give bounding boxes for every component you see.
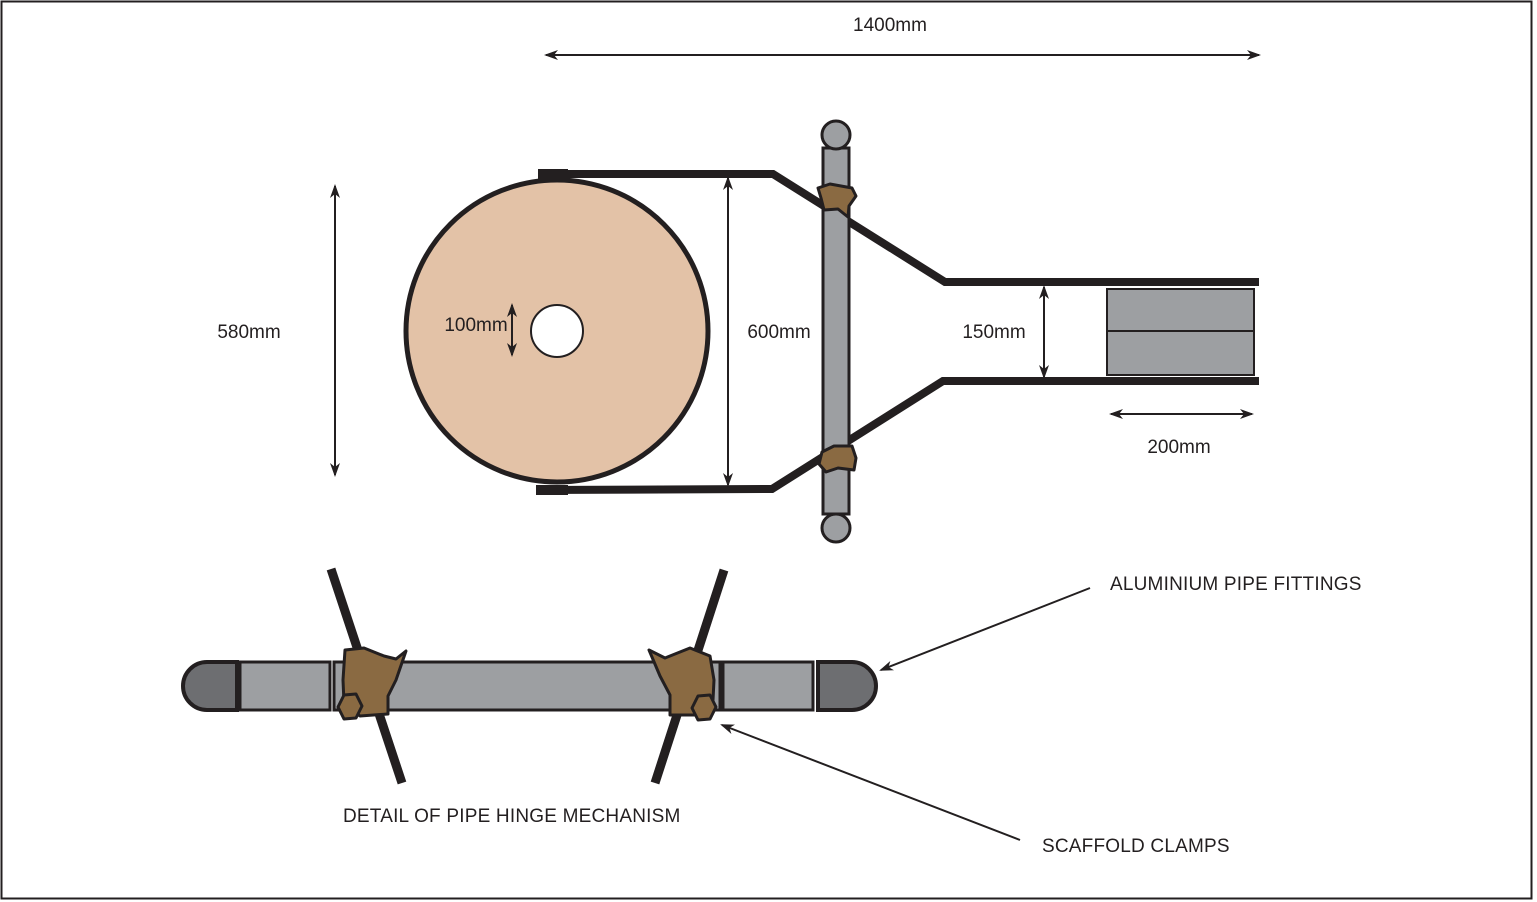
frame-lower-cap: [536, 485, 568, 495]
right-clamp-nut: [690, 693, 718, 722]
dim-overall-length-label: 1400mm: [853, 15, 927, 36]
dim-block-length-label: 200mm: [1147, 437, 1210, 458]
callout-pipe-fittings-leader: [879, 587, 1091, 671]
callout-pipe-fittings-label: ALUMINIUM PIPE FITTINGS: [1110, 574, 1362, 595]
frame-upper-cap: [538, 169, 568, 179]
detail-caption: DETAIL OF PIPE HINGE MECHANISM: [343, 806, 681, 827]
top-clamp: [816, 182, 858, 219]
dim-neck-label: 150mm: [962, 322, 1025, 343]
left-clamp-nut: [336, 692, 364, 721]
disc-center-hole: [530, 304, 584, 358]
frame-lower-rail: [535, 377, 1259, 494]
right-end-cap: [816, 660, 878, 712]
bottom-clamp: [817, 444, 858, 474]
left-outer-pipe-segment: [238, 660, 332, 712]
left-end-cap: [181, 660, 239, 712]
dim-hoop-span-label: 600mm: [747, 322, 810, 343]
right-outer-pipe-segment: [721, 660, 815, 712]
vertical-pipe-bottom-cap: [820, 512, 852, 544]
frame-upper-rail: [538, 170, 1259, 286]
callout-clamps-leader: [720, 724, 1021, 841]
dim-frame-height-label: 580mm: [217, 322, 280, 343]
callout-clamps-label: SCAFFOLD CLAMPS: [1042, 836, 1230, 857]
vertical-pipe-top-cap: [820, 119, 852, 151]
dim-hole-label: 100mm: [444, 315, 507, 336]
